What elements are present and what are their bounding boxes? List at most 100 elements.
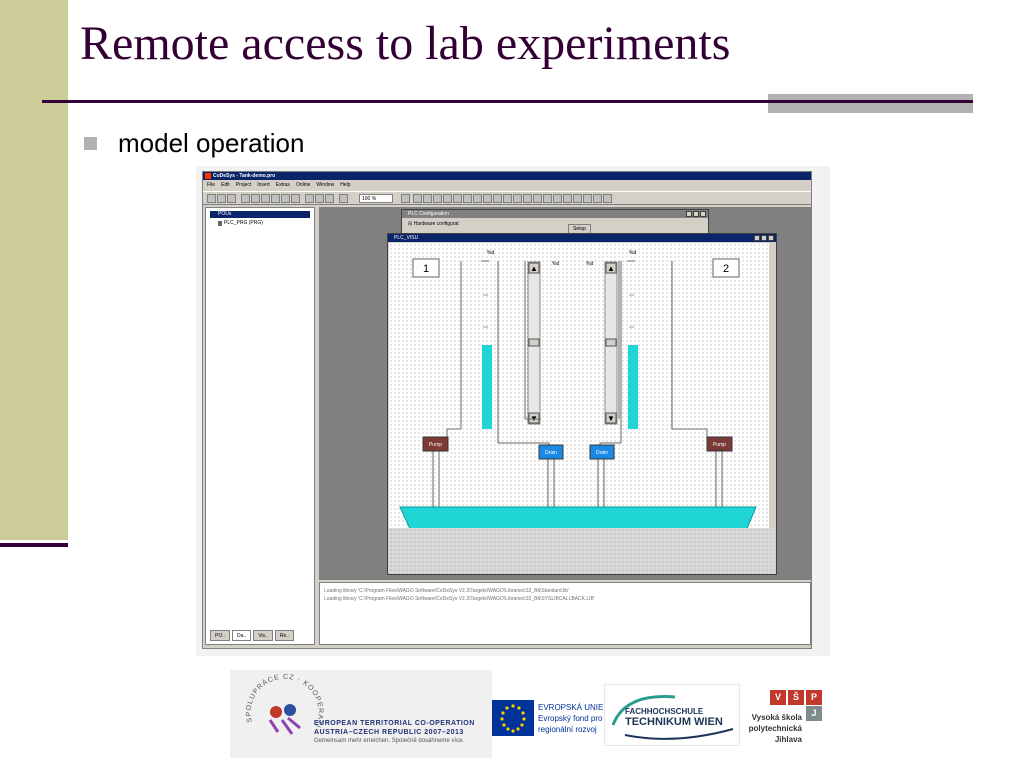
tree-item-plc-prg[interactable]: PLC_PRG (PRG) bbox=[218, 220, 263, 227]
tank-2-level-bar bbox=[628, 345, 638, 429]
screenshot-frame: CoDeSys - Tank-demo.pro File Edit Projec… bbox=[196, 166, 830, 656]
close-icon[interactable] bbox=[700, 211, 706, 217]
web-browser-tool-icon[interactable] bbox=[593, 194, 602, 203]
setup-tab-label: Setup bbox=[573, 226, 587, 232]
run-icon[interactable] bbox=[261, 194, 270, 203]
tab-resources[interactable]: Re.. bbox=[274, 630, 294, 641]
new-file-icon[interactable] bbox=[207, 194, 216, 203]
pipe-tank-1-to-pump bbox=[446, 428, 461, 439]
menu-help[interactable]: Help bbox=[340, 182, 351, 188]
cut-icon[interactable] bbox=[305, 194, 314, 203]
polygon-tool-icon[interactable] bbox=[443, 194, 452, 203]
app-title: CoDeSys - Tank-demo.pro bbox=[213, 173, 276, 179]
menu-insert[interactable]: Insert bbox=[257, 182, 270, 188]
visualization-title: PLC_VISU bbox=[394, 235, 419, 241]
button-tool-icon[interactable] bbox=[503, 194, 512, 203]
reservoir-basin bbox=[399, 506, 757, 528]
drain-2-label: Drain bbox=[596, 450, 608, 456]
tank-2-percent-label: %d bbox=[629, 250, 636, 256]
maximize-icon[interactable] bbox=[693, 211, 699, 217]
open-file-icon[interactable] bbox=[217, 194, 226, 203]
plc-config-window[interactable]: PLC Configuration ⊟ Hardware configurat … bbox=[401, 209, 709, 235]
vspj-letter-box: V bbox=[770, 690, 786, 705]
pipe-tank-2-to-pump bbox=[672, 428, 708, 439]
minimize-icon[interactable] bbox=[686, 211, 692, 217]
pie-tool-icon[interactable] bbox=[473, 194, 482, 203]
alarm-table-tool-icon[interactable] bbox=[553, 194, 562, 203]
ellipse-tool-icon[interactable] bbox=[433, 194, 442, 203]
histogram-tool-icon[interactable] bbox=[543, 194, 552, 203]
curve-tool-icon[interactable] bbox=[463, 194, 472, 203]
menu-extras[interactable]: Extras bbox=[275, 182, 290, 188]
slider-2-down-arrow-icon[interactable] bbox=[605, 412, 617, 424]
visualization-tool-icon[interactable] bbox=[493, 194, 502, 203]
visualization-window[interactable]: PLC_VISU 1 2 %d bbox=[387, 233, 777, 575]
drain-2-button[interactable] bbox=[589, 444, 615, 460]
close-icon[interactable] bbox=[768, 235, 774, 241]
step-icon[interactable] bbox=[281, 194, 290, 203]
maximize-icon[interactable] bbox=[761, 235, 767, 241]
pump-2-label: Pump bbox=[713, 442, 726, 448]
minimize-icon[interactable] bbox=[754, 235, 760, 241]
vspj-letter-box: J bbox=[806, 706, 822, 721]
eu-line-3: regionální rozvoj bbox=[538, 725, 597, 734]
slider-1-thumb[interactable] bbox=[528, 338, 540, 347]
app-title-bar: CoDeSys - Tank-demo.pro bbox=[203, 172, 811, 180]
rectangle-tool-icon[interactable] bbox=[413, 194, 422, 203]
menu-project[interactable]: Project bbox=[235, 182, 252, 188]
tab-data-types[interactable]: Da.. bbox=[232, 630, 252, 641]
find-icon[interactable] bbox=[339, 194, 348, 203]
menu-online[interactable]: Online bbox=[295, 182, 311, 188]
table-element-tool-icon[interactable] bbox=[603, 194, 612, 203]
ete-figure-icon bbox=[270, 706, 282, 718]
stop-icon[interactable] bbox=[271, 194, 280, 203]
slider-1-down-arrow-icon[interactable] bbox=[528, 412, 540, 424]
visualization-window-buttons bbox=[754, 235, 774, 241]
tree-root-pous[interactable]: POUs bbox=[210, 211, 310, 218]
rounded-rect-tool-icon[interactable] bbox=[423, 194, 432, 203]
slider-2-percent-label: %d bbox=[586, 261, 593, 267]
paste-icon[interactable] bbox=[325, 194, 334, 203]
menu-edit[interactable]: Edit bbox=[221, 182, 230, 188]
bitmap-tool-icon[interactable] bbox=[483, 194, 492, 203]
visualization-title-bar: PLC_VISU bbox=[388, 234, 776, 242]
eu-flag-icon bbox=[492, 700, 534, 736]
left-accent-underline bbox=[0, 543, 68, 547]
login-icon[interactable] bbox=[241, 194, 250, 203]
select-tool-icon[interactable] bbox=[401, 194, 410, 203]
organizer-tabs: PO.. Da.. Vis.. Re.. bbox=[210, 630, 294, 642]
pump-1-button[interactable] bbox=[422, 436, 449, 452]
tank-2-label: 2 bbox=[723, 263, 729, 275]
activex-tool-icon[interactable] bbox=[583, 194, 592, 203]
menu-window[interactable]: Window bbox=[316, 182, 335, 188]
save-icon[interactable] bbox=[227, 194, 236, 203]
tab-resources-label: Re.. bbox=[279, 633, 289, 639]
pump-2-button[interactable] bbox=[706, 436, 733, 452]
vspj-line-2: polytechnická bbox=[748, 724, 802, 733]
copy-icon[interactable] bbox=[315, 194, 324, 203]
drain-1-button[interactable] bbox=[538, 444, 564, 460]
slider-2-thumb[interactable] bbox=[605, 338, 617, 347]
trend-tool-icon[interactable] bbox=[573, 194, 582, 203]
tank-visualization-canvas[interactable]: 1 2 %d %d %d %d bbox=[389, 243, 769, 528]
tab-visualizations[interactable]: Vis.. bbox=[253, 630, 273, 641]
eu-line-1: EVROPSKÁ UNIE bbox=[538, 703, 604, 712]
ete-logo: SPOLUPRÁCE CZ · KOOPERATION AT EUROPEAN … bbox=[230, 670, 492, 758]
slider-1-up-arrow-icon[interactable] bbox=[528, 262, 540, 274]
plc-config-title-bar: PLC Configuration bbox=[402, 210, 708, 218]
meter-tool-icon[interactable] bbox=[523, 194, 532, 203]
line-tool-icon[interactable] bbox=[453, 194, 462, 203]
table-tool-icon[interactable] bbox=[513, 194, 522, 203]
bar-display-tool-icon[interactable] bbox=[533, 194, 542, 203]
tank-1-label: 1 bbox=[423, 263, 429, 275]
slide-title: Remote access to lab experiments bbox=[80, 17, 731, 70]
breakpoint-icon[interactable] bbox=[291, 194, 300, 203]
logout-icon[interactable] bbox=[251, 194, 260, 203]
zoom-select[interactable]: 100 % bbox=[359, 194, 393, 203]
menu-bar: File Edit Project Insert Extras Online W… bbox=[203, 181, 811, 189]
scrollbar-tool-icon[interactable] bbox=[563, 194, 572, 203]
slider-2-up-arrow-icon[interactable] bbox=[605, 262, 617, 274]
menu-file[interactable]: File bbox=[207, 182, 216, 188]
hardware-config-node[interactable]: ⊟ Hardware configurat bbox=[408, 221, 459, 227]
tab-pous[interactable]: PO.. bbox=[210, 630, 231, 641]
